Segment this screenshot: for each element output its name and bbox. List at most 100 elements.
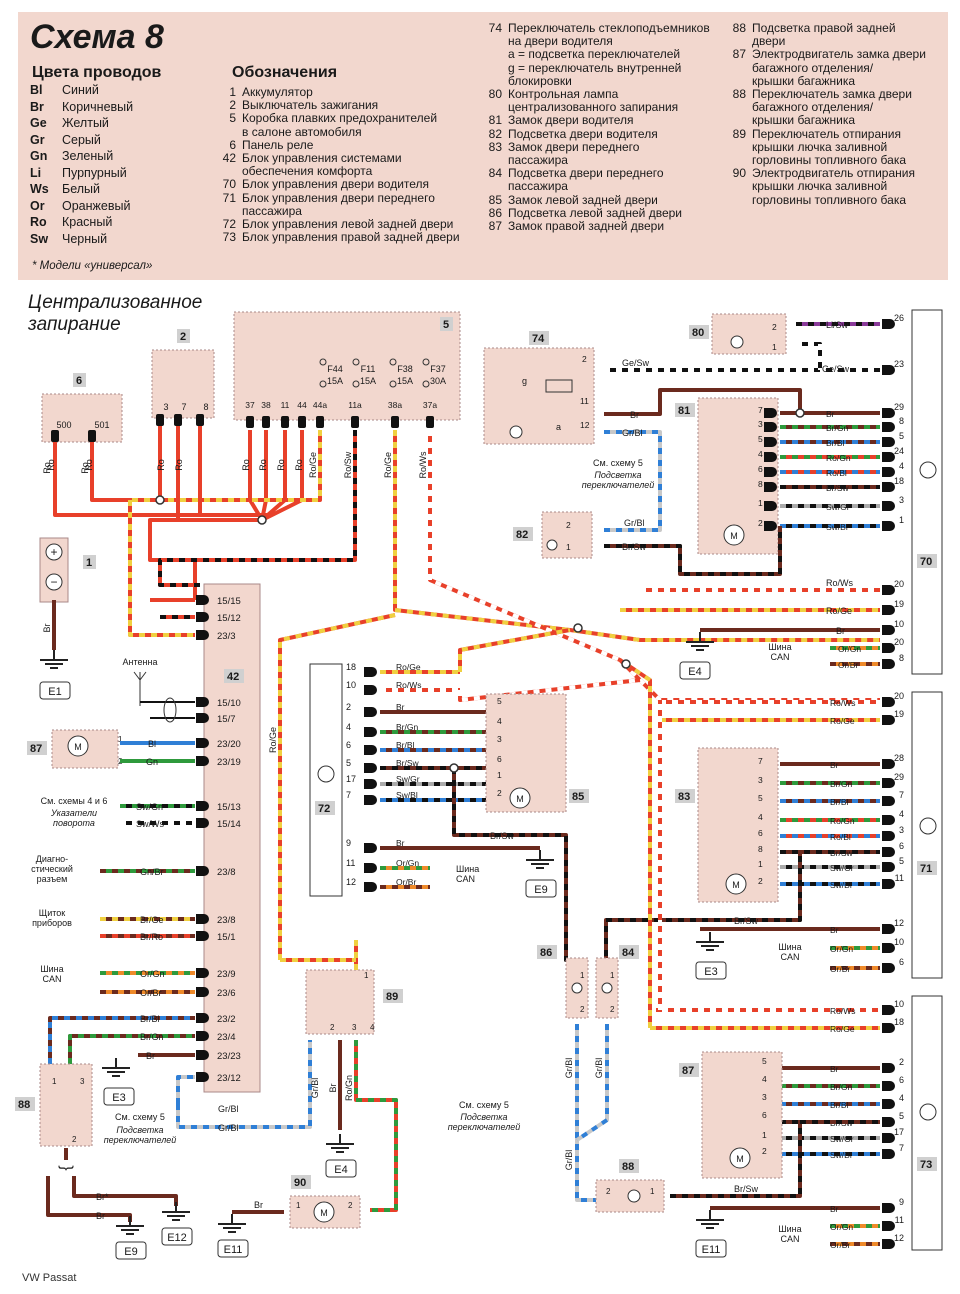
b71-pin-9: 11	[895, 873, 904, 883]
b73-conn-8	[882, 1203, 895, 1213]
lock87-m: M	[736, 1154, 744, 1164]
label-88-right: 88	[622, 1161, 634, 1173]
lock87-motor	[729, 1147, 751, 1169]
b71-pin-3: 29	[894, 772, 904, 782]
fusebox-pin-1: 38	[261, 400, 271, 410]
b72-pin-8: 9	[346, 838, 351, 848]
b70-pin-4: 5	[899, 431, 904, 441]
b73-pin-7: 7	[899, 1143, 904, 1153]
motor87-icon	[67, 735, 89, 757]
b71-pin-12: 6	[899, 957, 904, 967]
label-87-right-bg	[679, 1063, 699, 1077]
switch-74	[483, 347, 595, 445]
lamp80-p2: 2	[772, 322, 777, 332]
b72-roge-up	[458, 628, 571, 672]
b71-conn-0	[882, 697, 895, 707]
batt-plus: +	[50, 545, 57, 559]
diagram-subtitle: Централизованное запирание	[28, 292, 203, 335]
wire-color-code: Ge	[30, 116, 47, 130]
b71-conn-11	[882, 943, 895, 953]
legend-number: 89	[732, 126, 746, 141]
wire-11a-stripe	[158, 430, 357, 587]
b42-conn-10	[196, 914, 209, 924]
fusebox-conn-1	[262, 416, 270, 428]
fuse-sym-3	[422, 358, 430, 366]
motor90-icon	[313, 1201, 335, 1223]
label-74-bg	[529, 331, 549, 345]
b73-wl-8: Br	[830, 1204, 839, 1214]
w-br-42: Br	[146, 1051, 155, 1061]
lock87-p5: 2	[762, 1146, 767, 1156]
legend-number: 2	[229, 98, 236, 113]
b72-conn-9	[364, 863, 377, 873]
b42-pin-11: 15/1	[217, 932, 236, 943]
lock81-conn-2	[764, 437, 777, 447]
b70-pin-2: 29	[894, 402, 904, 412]
b71-conn-3	[882, 778, 895, 788]
b71-pin-7: 6	[899, 841, 904, 851]
b72-wl-1: Ro/Ws	[396, 680, 422, 690]
b70-pin-10: 20	[894, 579, 904, 589]
b70-pin-8: 3	[899, 495, 904, 505]
b73-tx	[919, 1103, 937, 1121]
label-42-bg	[224, 669, 244, 683]
b42-conn-14	[196, 1013, 209, 1023]
w-brstar: Br*	[96, 1192, 109, 1202]
w-44a: Ro/Ge	[308, 452, 318, 478]
lock81-wl-3: Ro/Gn	[826, 453, 851, 463]
b42-pin-6: 23/19	[217, 757, 241, 768]
b73-conn-5	[882, 1117, 895, 1127]
lamp80-icon	[730, 335, 744, 349]
l84-p2: 2	[610, 1005, 615, 1014]
fuse-ro-0	[248, 430, 264, 522]
sw89-p3: 4	[370, 1023, 375, 1032]
b71-wl-10: Br	[830, 925, 839, 935]
b70-pin-6: 4	[899, 461, 904, 471]
m90-p2: 2	[348, 1201, 353, 1210]
lock81-p0: 7	[758, 405, 763, 415]
l86-p2: 2	[580, 1005, 585, 1014]
b73-conn-0	[882, 1005, 895, 1015]
lock83-p6: 1	[758, 859, 763, 869]
label-42: 42	[227, 671, 239, 683]
pin-500: 500	[56, 420, 71, 430]
main-ro-feed	[148, 518, 262, 600]
conn-ign8	[196, 414, 204, 426]
b73-pin-1: 18	[894, 1017, 904, 1027]
fusebox-conn-4	[316, 416, 324, 428]
w-grbl-a: Gr/Bl	[218, 1104, 239, 1114]
lock83-m: M	[732, 880, 740, 890]
ign-pin-1: 7	[181, 402, 186, 412]
b70-wl-0: Ro/Ws	[826, 578, 854, 588]
rg-v-stripe	[278, 613, 396, 960]
pin-501: 501	[94, 420, 109, 430]
w-88-brsw: Br/Sw	[734, 1184, 759, 1194]
label-89-bg	[383, 989, 403, 1003]
b72-conn-2	[364, 707, 377, 717]
b42-conn-2	[196, 630, 209, 640]
label-85: 85	[572, 791, 584, 803]
b73-conn-9	[882, 1221, 895, 1231]
b73-conn-3	[882, 1081, 895, 1091]
b70-tx	[919, 461, 937, 479]
b72-roge-up-stripe	[458, 628, 571, 672]
legend-text: Замок двери переднего пассажира	[508, 139, 640, 168]
sw88-p2: 2	[72, 1135, 77, 1144]
b70-conn-2	[882, 408, 895, 418]
b42-234	[68, 1034, 195, 1064]
b72-wl-4: Br/Bl	[396, 740, 415, 750]
fuse-sym-2	[389, 358, 397, 366]
lock81-conn-1	[764, 422, 777, 432]
